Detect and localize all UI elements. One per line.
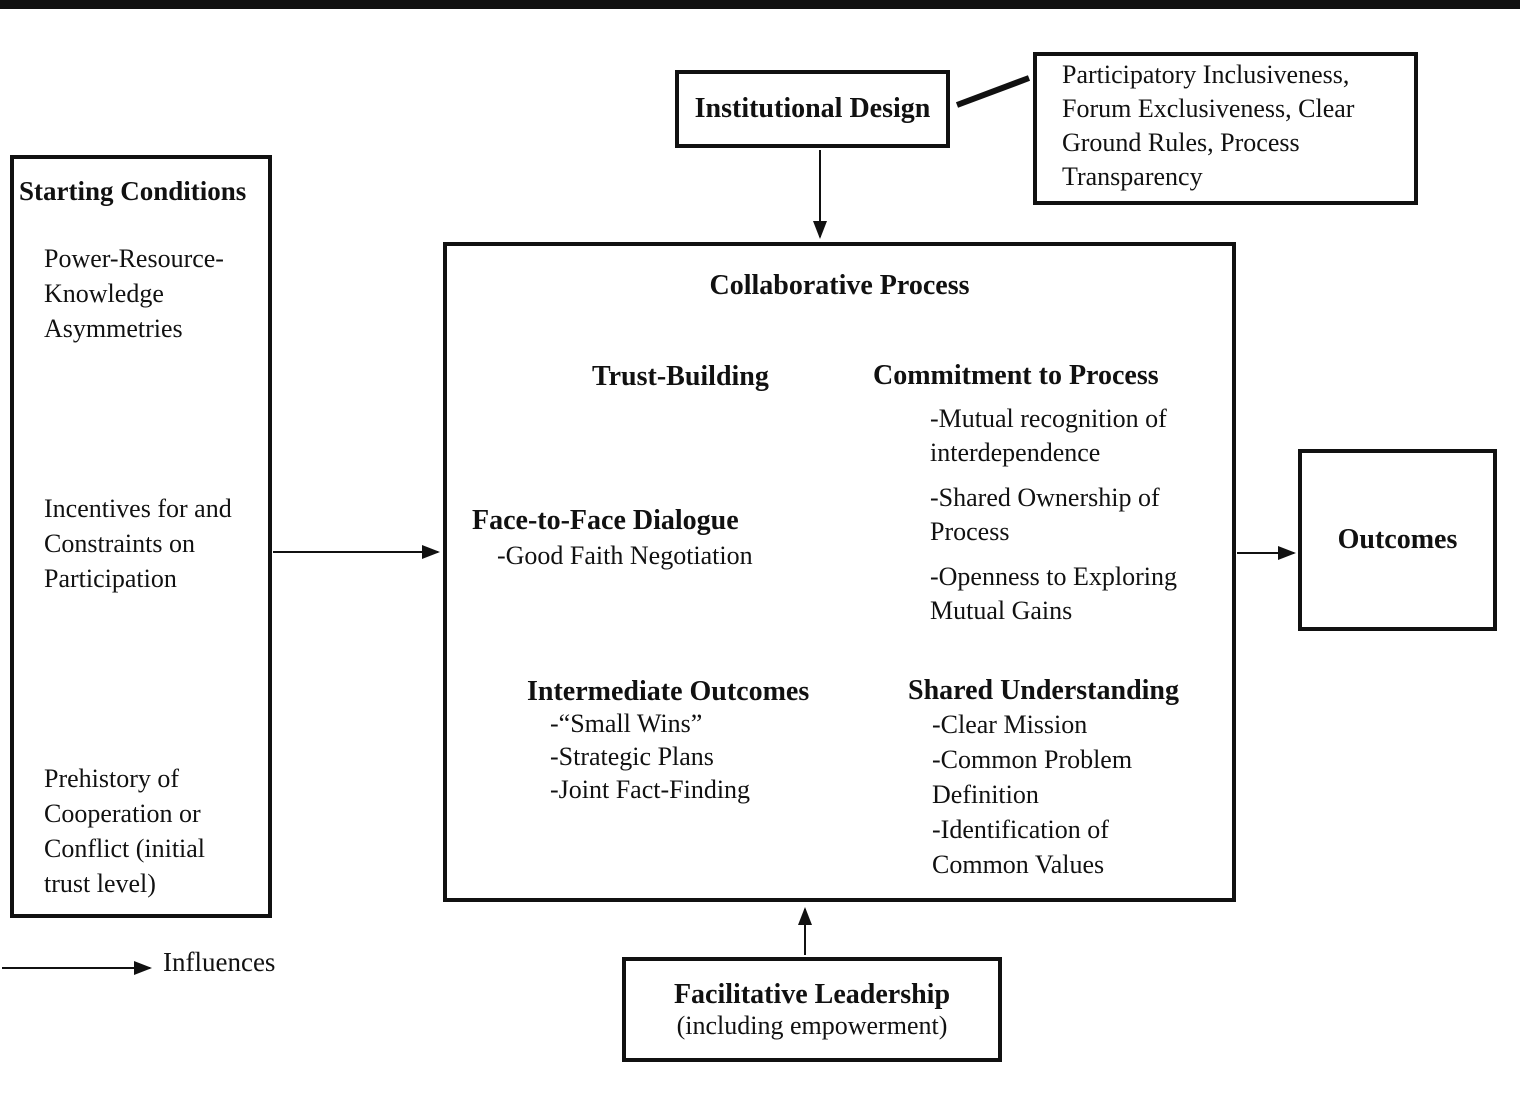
collaborative-process-box: Collaborative Process Trust-Building Com… bbox=[443, 242, 1236, 902]
bullet: -Mutual recognition of interdependence bbox=[930, 404, 1167, 467]
institutional-design-title: Institutional Design bbox=[694, 93, 931, 124]
bullet: -Clear Mission bbox=[932, 710, 1088, 739]
shared-understanding-title: Shared Understanding bbox=[908, 675, 1180, 706]
institutional-design-box: Institutional Design bbox=[675, 70, 950, 148]
commitment-bullets: -Mutual recognition of interdependence -… bbox=[930, 402, 1210, 639]
factor-asymmetries: Power-Resource- Knowledge Asymmetries bbox=[44, 244, 224, 343]
bullet: -Shared Ownership of Process bbox=[930, 483, 1160, 546]
shared-understanding-bullets: -Clear Mission -Common Problem Definitio… bbox=[932, 707, 1212, 882]
face-to-face-title: Face-to-Face Dialogue bbox=[472, 505, 739, 536]
institutional-design-details-box: Participatory Inclusiveness, Forum Exclu… bbox=[1033, 52, 1418, 205]
face-to-face-bullets: -Good Faith Negotiation bbox=[497, 539, 797, 573]
outcomes-box: Outcomes bbox=[1298, 449, 1497, 631]
institutional-design-details: Participatory Inclusiveness, Forum Exclu… bbox=[1062, 60, 1355, 191]
top-border-rule bbox=[0, 0, 1520, 9]
factor-prehistory: Prehistory of Cooperation or Conflict (i… bbox=[44, 764, 206, 898]
collaborative-process-title: Collaborative Process bbox=[709, 270, 970, 301]
trust-building-title: Trust-Building bbox=[592, 361, 769, 392]
starting-conditions-box: Starting Conditions Power-Resource- Know… bbox=[10, 155, 272, 918]
starting-conditions-title: Starting Conditions bbox=[19, 176, 247, 206]
commitment-title: Commitment to Process bbox=[873, 360, 1159, 391]
facilitative-leadership-subtitle: (including empowerment) bbox=[676, 1010, 948, 1040]
bullet: -Openness to Exploring Mutual Gains bbox=[930, 562, 1177, 625]
facilitative-leadership-box: Facilitative Leadership (including empow… bbox=[622, 957, 1002, 1062]
connector-institutional-to-details bbox=[955, 75, 1031, 108]
facilitative-leadership-title: Facilitative Leadership bbox=[673, 978, 951, 1010]
bullet: -Good Faith Negotiation bbox=[497, 541, 753, 570]
outcomes-title: Outcomes bbox=[1337, 524, 1458, 555]
bullet: -Joint Fact-Finding bbox=[550, 775, 751, 804]
bullet: -Identification of Common Values bbox=[932, 815, 1109, 879]
bullet: -Strategic Plans bbox=[550, 742, 714, 771]
bullet: -Common Problem Definition bbox=[932, 745, 1133, 809]
bullet: -“Small Wins” bbox=[550, 709, 703, 738]
intermediate-outcomes-title: Intermediate Outcomes bbox=[527, 676, 810, 707]
intermediate-outcomes-bullets: -“Small Wins” -Strategic Plans -Joint Fa… bbox=[550, 707, 830, 806]
legend-influences-label: Influences bbox=[163, 947, 276, 977]
factor-incentives: Incentives for and Constraints on Partic… bbox=[44, 494, 232, 593]
